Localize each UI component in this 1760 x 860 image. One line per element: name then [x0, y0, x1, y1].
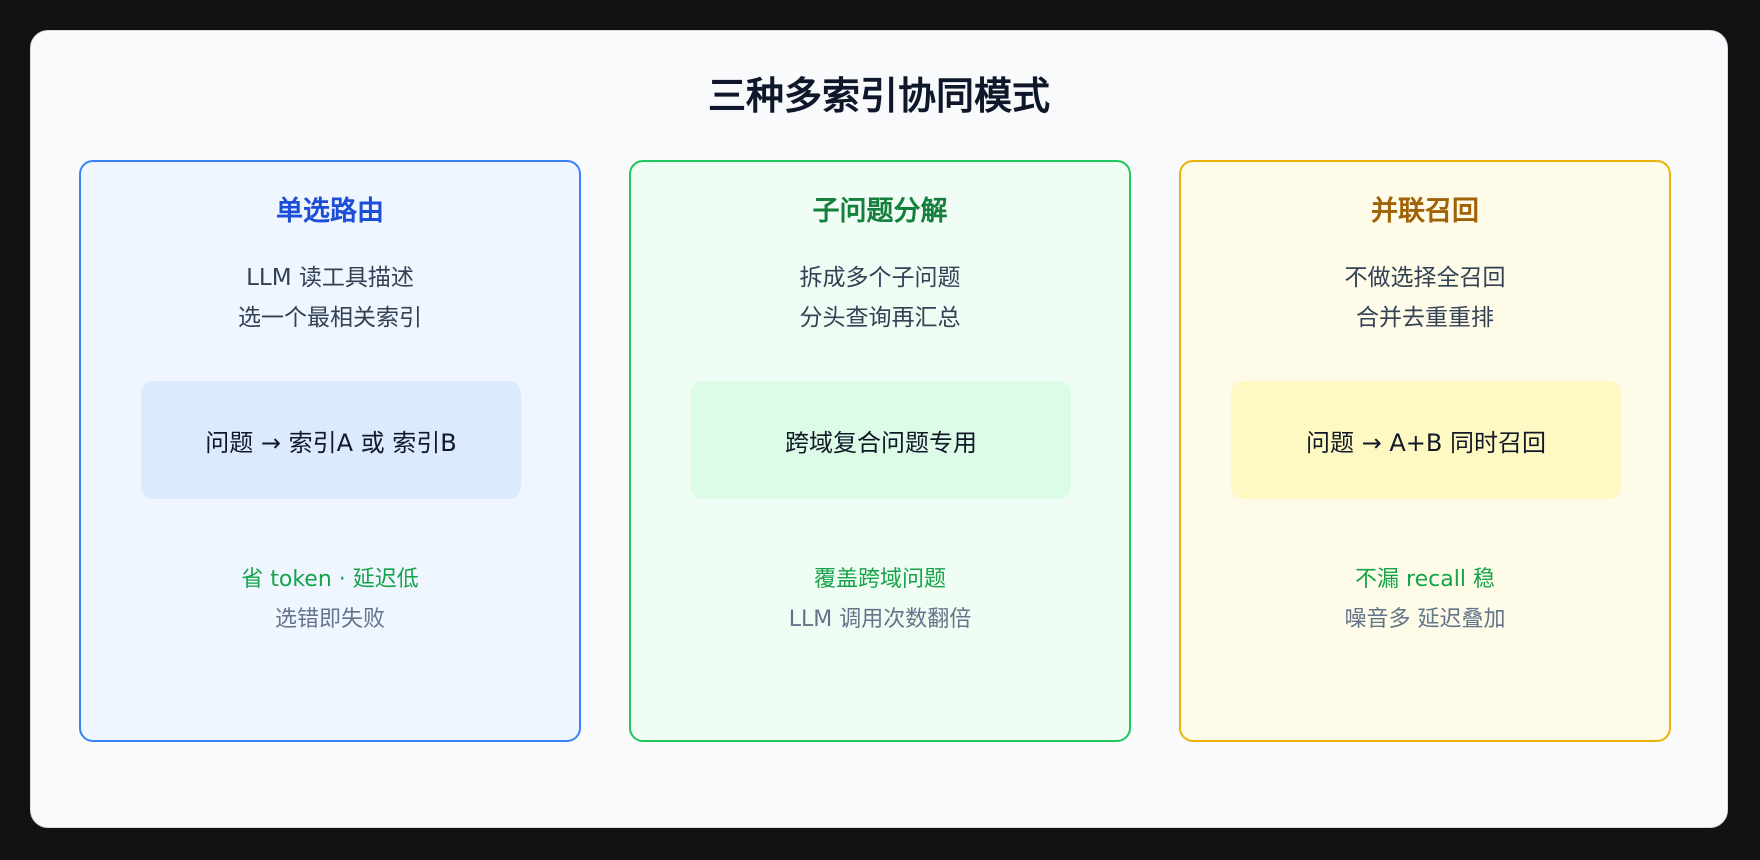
card-description: LLM 读工具描述 选一个最相关索引 — [81, 258, 579, 338]
flow-box: 问题 → 索引A 或 索引B — [141, 381, 521, 499]
card-description: 拆成多个子问题 分头查询再汇总 — [631, 258, 1129, 338]
drawback-text: 噪音多 延迟叠加 — [1344, 607, 1506, 632]
advantage-text: 覆盖跨域问题 — [813, 567, 946, 592]
tradeoffs: 不漏 recall 稳 噪音多 延迟叠加 — [1181, 560, 1669, 640]
description-line: 拆成多个子问题 — [799, 265, 961, 291]
description-line: 选一个最相关索引 — [238, 305, 422, 331]
card-subquestion: 子问题分解 拆成多个子问题 分头查询再汇总 跨域复合问题专用 覆盖跨域问题 LL… — [629, 160, 1131, 742]
drawback-text: 选错即失败 — [274, 607, 385, 632]
description-line: 合并去重重排 — [1356, 305, 1494, 331]
advantage-text: 不漏 recall 稳 — [1355, 567, 1495, 592]
advantage-text: 省 token · 延迟低 — [241, 567, 419, 592]
card-single-route: 单选路由 LLM 读工具描述 选一个最相关索引 问题 → 索引A 或 索引B 省… — [79, 160, 581, 742]
tradeoffs: 覆盖跨域问题 LLM 调用次数翻倍 — [631, 560, 1129, 640]
description-line: LLM 读工具描述 — [246, 265, 414, 291]
diagram-title: 三种多索引协同模式 — [707, 74, 1050, 118]
flow-box: 问题 → A+B 同时召回 — [1231, 381, 1621, 499]
flow-box: 跨域复合问题专用 — [691, 381, 1071, 499]
card-title: 子问题分解 — [812, 196, 948, 227]
card-parallel-recall: 并联召回 不做选择全召回 合并去重重排 问题 → A+B 同时召回 不漏 rec… — [1179, 160, 1671, 742]
description-line: 分头查询再汇总 — [799, 305, 961, 331]
card-title: 并联召回 — [1371, 196, 1479, 227]
card-description: 不做选择全召回 合并去重重排 — [1181, 258, 1669, 338]
tradeoffs: 省 token · 延迟低 选错即失败 — [81, 560, 579, 640]
card-title: 单选路由 — [276, 196, 384, 227]
diagram-panel: 三种多索引协同模式 单选路由 LLM 读工具描述 选一个最相关索引 问题 → 索… — [30, 30, 1728, 828]
drawback-text: LLM 调用次数翻倍 — [788, 607, 972, 632]
description-line: 不做选择全召回 — [1344, 265, 1506, 291]
